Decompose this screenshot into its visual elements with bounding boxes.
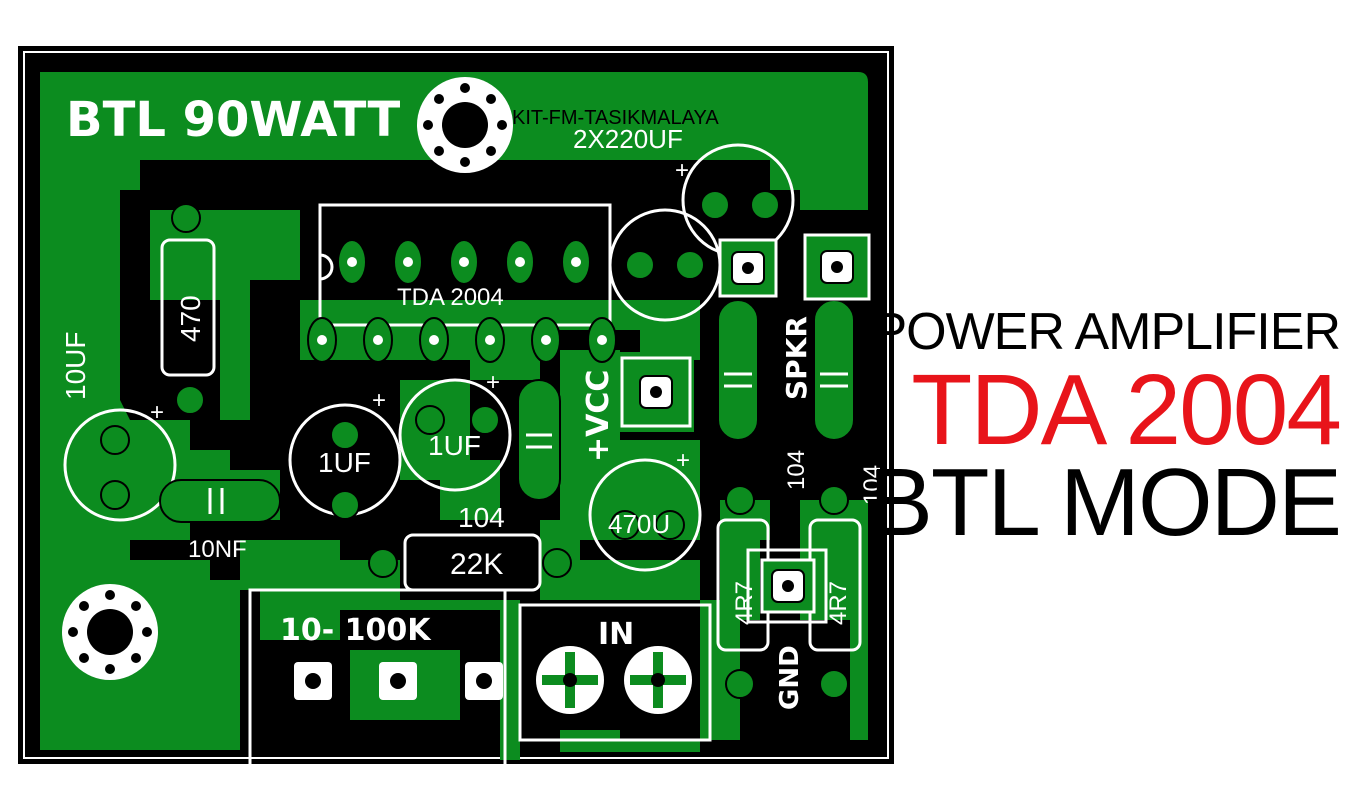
c-104-right-a-label: 104 <box>783 450 810 490</box>
passive-outlines <box>160 238 862 772</box>
c-10nf-label: 10NF <box>188 536 247 563</box>
vcc-label: +VCC <box>581 370 616 462</box>
pot-pads <box>294 662 503 700</box>
c-1uf-b-label: 1UF <box>428 430 481 461</box>
cap-top-label: 2X220UF <box>573 124 683 154</box>
c-104-center-label: 104 <box>458 502 505 533</box>
pcb-layout: BTL 90WATT KIT-FM-TASIKMALAYA 2X220UF TD… <box>18 46 894 772</box>
gnd-label: GND <box>775 645 805 710</box>
square-pads <box>620 233 871 614</box>
pot-label: 10- 100K <box>280 613 432 648</box>
svg-text:+: + <box>676 447 690 474</box>
board-edge <box>23 51 889 759</box>
c-10uf-label: 10UF <box>60 332 91 400</box>
speaker-label: SPKR <box>780 316 813 400</box>
r-4r7-b-label: 4R7 <box>825 581 852 625</box>
watermark-text: KIT-FM-TASIKMALAYA <box>512 107 719 129</box>
heading-line-2: TDA 2004 <box>911 354 1342 466</box>
cap-pads <box>100 190 780 540</box>
svg-text:+: + <box>372 387 386 414</box>
mounting-hole-top <box>417 77 513 173</box>
ic-tda2004 <box>307 203 617 363</box>
cap-symbols <box>208 372 848 514</box>
r-22k-label: 22K <box>450 548 503 581</box>
c-470u-label: 470U <box>608 509 670 539</box>
heading-line-3: BTL MODE <box>868 449 1342 556</box>
r-470-label: 470 <box>175 295 206 342</box>
input-label: IN <box>598 617 634 652</box>
svg-text:+: + <box>150 399 164 426</box>
r-4r7-a-label: 4R7 <box>731 581 758 625</box>
svg-text:+: + <box>675 157 689 184</box>
mounting-hole-bottom <box>62 584 158 680</box>
polarity-marks: + + + + + <box>150 157 690 474</box>
ic-label: TDA 2004 <box>397 284 504 311</box>
svg-text:+: + <box>486 369 500 396</box>
c-104-right-b-label: 104 <box>859 465 886 505</box>
heading-line-1: POWER AMPLIFIER <box>872 303 1341 361</box>
component-pads <box>159 203 855 699</box>
electrolytic-caps <box>63 143 795 572</box>
board-title: BTL 90WATT <box>66 92 400 148</box>
input-terminal <box>536 646 692 714</box>
c-1uf-a-label: 1UF <box>318 447 371 478</box>
